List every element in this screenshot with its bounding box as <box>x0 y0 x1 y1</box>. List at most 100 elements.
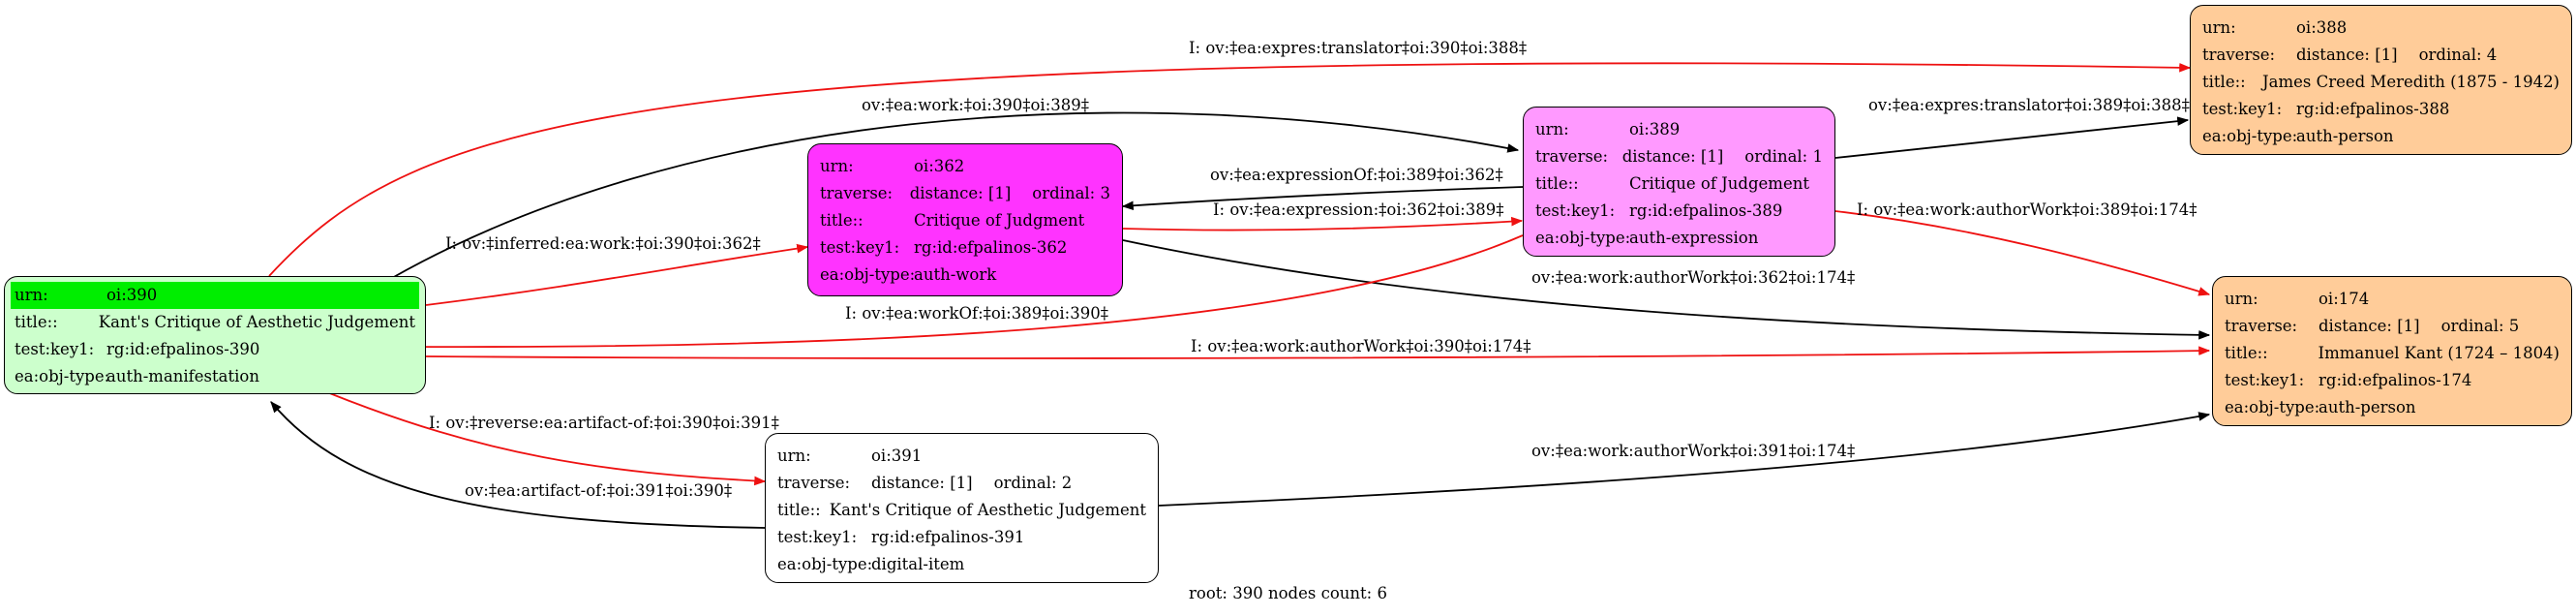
node-row-type: ea:obj-type: auth-person <box>2225 394 2560 421</box>
field-value: rg:id:efpalinos-174 <box>2318 371 2472 389</box>
edge-390-389-work <box>391 111 1520 279</box>
field-value: distance: [1] <box>1621 147 1724 166</box>
field-key: ea:obj-type: <box>15 367 110 385</box>
field-value: oi:388 <box>2296 18 2348 37</box>
edge-362-174-authorWork <box>1122 239 2211 340</box>
field-value: auth-manifestation <box>106 367 259 385</box>
field-key: urn: <box>2225 290 2258 308</box>
edge-389-174-authorWork <box>1834 210 2211 296</box>
node-oi-390[interactable]: urn: oi:390 title:: Kant's Critique of A… <box>4 276 426 394</box>
node-row-title: title:: Critique of Judgment <box>820 207 1110 234</box>
node-row-urn: urn: oi:390 <box>11 282 419 309</box>
edge-label: I: ov:‡reverse:ea:artifact-of:‡oi:390‡oi… <box>429 414 779 432</box>
field-key: urn: <box>2202 18 2236 37</box>
field-value: ordinal: 4 <box>2418 46 2498 64</box>
field-key: test:key1: <box>820 238 900 257</box>
node-row-title: title:: Critique of Judgement <box>1535 170 1823 198</box>
field-value: Critique of Judgement <box>1629 174 1809 193</box>
node-row-title: title:: Kant's Critique of Aesthetic Jud… <box>777 497 1146 524</box>
edge-label: ov:‡ea:work:authorWork‡oi:391‡oi:174‡ <box>1531 442 1855 460</box>
field-key: ea:obj-type: <box>2202 127 2298 145</box>
field-value: ordinal: 2 <box>993 474 1073 492</box>
node-row-title: title:: Immanuel Kant (1724 – 1804) <box>2225 340 2560 367</box>
node-row-key: test:key1: rg:id:efpalinos-391 <box>777 524 1146 551</box>
field-value: distance: [1] <box>909 184 1012 202</box>
field-key: urn: <box>777 447 811 465</box>
field-value: oi:390 <box>106 286 158 304</box>
field-key: traverse: <box>2225 317 2298 335</box>
edge-label: ov:‡ea:work:authorWork‡oi:362‡oi:174‡ <box>1531 268 1855 287</box>
node-row-type: ea:obj-type: auth-manifestation <box>15 363 415 390</box>
field-key: title:: <box>820 211 864 230</box>
edge-label: ov:‡ea:expressionOf:‡oi:389‡oi:362‡ <box>1210 166 1503 184</box>
field-key: test:key1: <box>777 528 858 546</box>
edge-389-390-workOf <box>403 234 1524 352</box>
edge-label: I: ov:‡ea:expression:‡oi:362‡oi:389‡ <box>1213 200 1503 219</box>
field-key: test:key1: <box>1535 201 1616 220</box>
field-value: rg:id:efpalinos-362 <box>914 238 1068 257</box>
field-value: Immanuel Kant (1724 – 1804) <box>2318 344 2560 362</box>
edge-391-390-artifact-of <box>270 401 766 529</box>
field-key: urn: <box>1535 120 1569 139</box>
node-oi-388[interactable]: urn: oi:388 traverse: distance: [1] ordi… <box>2190 5 2572 155</box>
field-key: title:: <box>15 313 58 331</box>
field-value: oi:389 <box>1629 120 1681 139</box>
node-row-key: test:key1: rg:id:efpalinos-362 <box>820 234 1110 262</box>
node-oi-391[interactable]: urn: oi:391 traverse: distance: [1] ordi… <box>765 433 1159 583</box>
edge-391-174-authorWork <box>1158 412 2211 507</box>
field-key: urn: <box>820 157 854 175</box>
field-key: title:: <box>2225 344 2268 362</box>
field-key: ea:obj-type: <box>1535 229 1631 247</box>
edge-label: I: ov:‡ea:expres:translator‡oi:390‡oi:38… <box>1189 39 1527 57</box>
edge-label: I: ov:‡ea:work:authorWork‡oi:389‡oi:174‡ <box>1857 200 2197 219</box>
edge-label: I: ov:‡ea:work:authorWork‡oi:390‡oi:174‡ <box>1191 337 1531 355</box>
field-value: James Creed Meredith (1875 - 1942) <box>2262 73 2560 91</box>
node-row-urn: urn: oi:389 <box>1535 116 1823 143</box>
node-row-urn: urn: oi:391 <box>777 443 1146 470</box>
field-key: urn: <box>15 286 48 304</box>
field-value: oi:391 <box>871 447 923 465</box>
field-key: title:: <box>2202 73 2246 91</box>
node-oi-389[interactable]: urn: oi:389 traverse: distance: [1] ordi… <box>1523 107 1835 257</box>
field-value: oi:174 <box>2318 290 2370 308</box>
node-oi-174[interactable]: urn: oi:174 traverse: distance: [1] ordi… <box>2212 276 2572 426</box>
node-row-traverse: traverse: distance: [1] ordinal: 4 <box>2202 42 2560 69</box>
node-row-key: test:key1: rg:id:efpalinos-388 <box>2202 96 2560 123</box>
field-value: Kant's Critique of Aesthetic Judgement <box>829 501 1146 519</box>
edge-label: I: ov:‡inferred:ea:work:‡oi:390‡oi:362‡ <box>445 234 761 253</box>
field-value: distance: [1] <box>871 474 973 492</box>
field-value: ordinal: 3 <box>1032 184 1110 202</box>
node-row-traverse: traverse: distance: [1] ordinal: 3 <box>820 180 1110 207</box>
node-row-type: ea:obj-type: auth-person <box>2202 123 2560 150</box>
edge-390-174-authorWork <box>425 346 2211 359</box>
edge-390-388-translator <box>268 62 2192 277</box>
field-value: rg:id:efpalinos-391 <box>871 528 1025 546</box>
node-row-urn: urn: oi:388 <box>2202 15 2560 42</box>
field-value: Kant's Critique of Aesthetic Judgement <box>98 313 415 331</box>
field-key: traverse: <box>2202 46 2276 64</box>
field-key: ea:obj-type: <box>820 265 916 284</box>
graph-footer: root: 390 nodes count: 6 <box>1189 584 1387 602</box>
field-value: distance: [1] <box>2318 317 2420 335</box>
field-key: title:: <box>1535 174 1579 193</box>
field-value: auth-person <box>2318 398 2416 416</box>
field-value: digital-item <box>871 555 965 573</box>
edge-389-388-translator <box>1834 116 2190 159</box>
node-oi-362[interactable]: urn: oi:362 traverse: distance: [1] ordi… <box>807 143 1123 296</box>
node-row-traverse: traverse: distance: [1] ordinal: 5 <box>2225 313 2560 340</box>
field-key: traverse: <box>820 184 894 202</box>
node-row-type: ea:obj-type: auth-work <box>820 262 1110 289</box>
field-value: auth-person <box>2296 127 2394 145</box>
field-key: test:key1: <box>2202 100 2283 118</box>
edge-label: ov:‡ea:expres:translator‡oi:389‡oi:388‡ <box>1868 96 2190 114</box>
edge-label: ov:‡ea:work:‡oi:390‡oi:389‡ <box>862 96 1089 114</box>
node-row-type: ea:obj-type: auth-expression <box>1535 225 1823 252</box>
node-row-key: test:key1: rg:id:efpalinos-390 <box>15 336 415 363</box>
field-value: rg:id:efpalinos-389 <box>1629 201 1783 220</box>
node-row-key: test:key1: rg:id:efpalinos-389 <box>1535 198 1823 225</box>
field-value: ordinal: 1 <box>1744 147 1823 166</box>
field-value: auth-expression <box>1629 229 1759 247</box>
edge-390-391-reverse-artifact <box>326 391 767 486</box>
node-row-urn: urn: oi:174 <box>2225 286 2560 313</box>
